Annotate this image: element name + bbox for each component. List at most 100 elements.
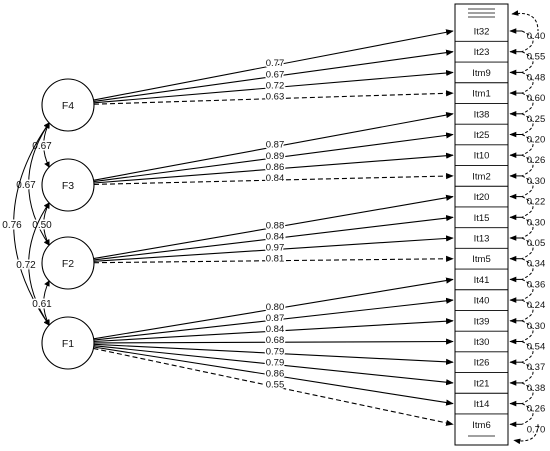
error-arc [521,113,534,135]
correlation-curve [43,280,50,326]
item-label: It30 [474,337,490,348]
error-arc [521,299,534,322]
error-arc [521,175,534,198]
error-label: 0.48 [527,72,546,83]
error-arc [521,134,534,156]
item-label: It39 [474,316,490,327]
error-label: 0.60 [527,93,546,104]
loading-label: 0.86 [266,162,285,173]
error-label: 0.26 [527,155,546,166]
item-label: It14 [474,399,490,410]
loading-label: 0.89 [266,151,285,162]
error-arc [521,71,534,94]
correlation-curve [28,202,50,326]
loading-label: 0.72 [266,80,285,91]
error-label: 0.30 [527,176,546,187]
loading-arrow [93,338,454,345]
loading-arrow [93,215,454,261]
correlation-label: 0.61 [32,299,52,310]
loading-arrow [93,194,454,260]
error-arc [521,341,534,363]
loading-arrow [93,49,454,102]
error-label: 0.54 [527,342,546,353]
item-label: It21 [474,378,490,389]
loading-label: 0.63 [266,92,285,103]
correlation-label: 0.67 [16,180,36,191]
error-arc [521,92,534,115]
error-label: 0.26 [527,404,546,415]
factor-label: F4 [62,100,74,112]
error-arc-bottom [513,424,539,445]
error-label: 0.05 [527,238,546,249]
loading-label: 0.86 [266,369,285,380]
error-arc [521,320,534,342]
error-arc [521,51,534,73]
item-column-frame [454,3,509,446]
loading-label: 0.84 [266,173,285,184]
loading-label: 0.84 [266,324,285,335]
item-label: Itm5 [472,254,490,265]
error-arc [521,361,534,384]
correlation-curve [28,122,50,246]
error-label: 0.22 [527,197,546,208]
loading-label: 0.79 [266,357,285,368]
item-column: It32It23Itm9Itm1It38It25It10Itm2It20It15… [454,3,509,446]
item-label: Itm9 [472,68,490,79]
error-label: 0.70 [527,424,546,435]
error-label: 0.55 [527,52,546,63]
loading-label: 0.67 [266,69,285,80]
loading-label: 0.97 [266,243,285,254]
error-arc [521,216,534,239]
loading-arrow [93,297,454,341]
factor-label: F2 [62,258,74,270]
loading-arrow [93,235,454,262]
item-label: Itm6 [472,420,490,431]
error-label: 0.25 [527,114,546,125]
error-label: 0.38 [527,383,546,394]
item-label: It13 [474,234,490,245]
loading-label: 0.68 [266,335,285,346]
error-arc [521,237,534,260]
correlation-label: 0.76 [2,220,22,231]
loading-label: 0.84 [266,231,285,242]
loading-arrow [93,343,454,365]
factor-node [41,236,95,290]
loading-arrow [93,347,454,426]
loading-label: 0.87 [266,140,285,151]
factor-label: F1 [62,338,74,350]
error-arc [521,403,534,425]
error-variances: 0.40 0.55 0.48 0.60 0.25 0.20 0.26 0.30 0.22 0.30… [509,10,546,445]
item-label: It23 [474,47,490,58]
loading-label: 0.77 [266,58,285,69]
loading-arrow [93,152,454,184]
loading-arrow [93,132,454,183]
error-arc-top [511,10,539,32]
item-label: Itm1 [472,89,490,100]
error-label: 0.30 [527,217,546,228]
loading-arrow [93,172,454,185]
error-label: 0.40 [527,31,546,42]
item-label: It38 [474,109,490,120]
loading-arrow [93,29,454,101]
error-arc [521,196,534,218]
error-arc [521,382,534,405]
item-label: It40 [474,296,490,307]
error-label: 0.30 [527,321,546,332]
loading-label: 0.55 [266,380,285,391]
loading-label: 0.81 [266,254,285,265]
error-arc [521,154,534,177]
error-label: 0.37 [527,362,546,373]
loading-label: 0.79 [266,346,285,357]
loading-arrow [93,90,454,105]
loading-label: 0.88 [266,220,285,231]
error-arc [521,258,534,280]
factor-node [41,78,95,132]
error-label: 0.24 [527,300,546,311]
item-label: It20 [474,192,490,203]
error-arc [521,30,534,53]
error-label: 0.20 [527,135,546,146]
item-label: It32 [474,27,490,38]
error-arc [521,278,534,301]
